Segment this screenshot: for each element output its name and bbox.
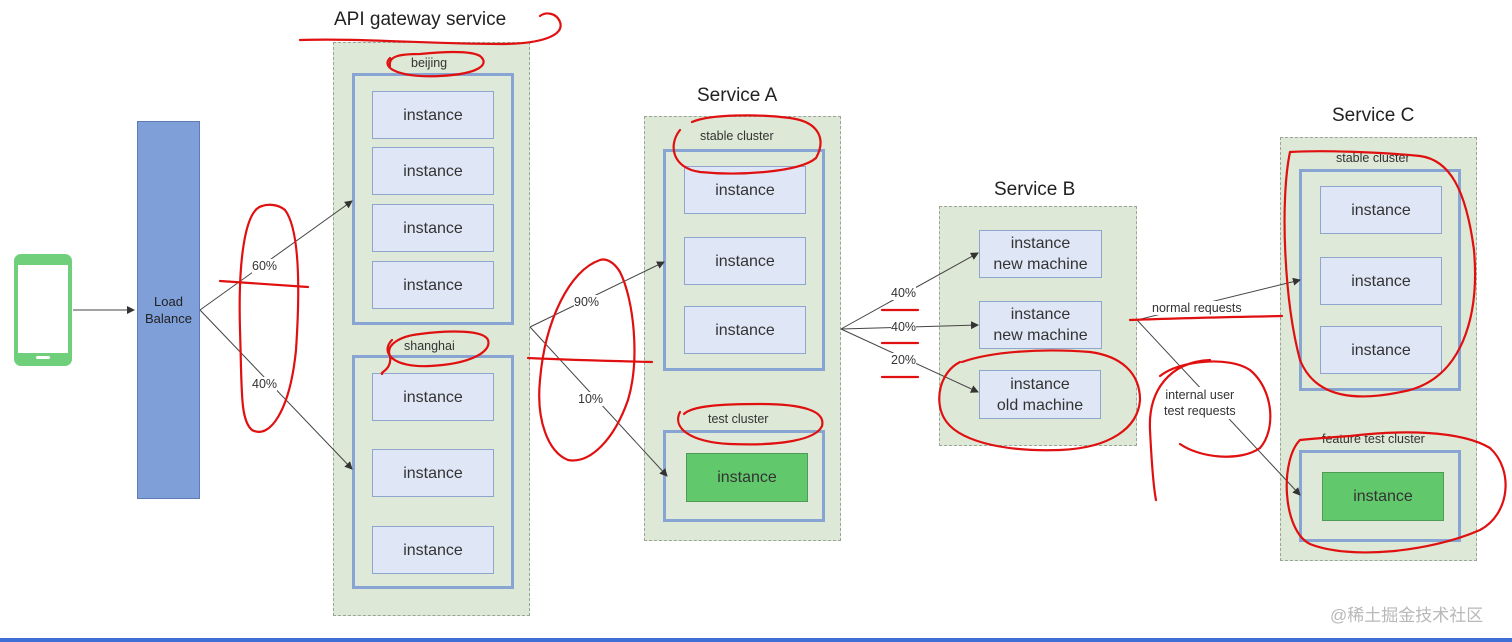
- service-a-stable-percent: 90%: [574, 295, 600, 309]
- shanghai-instance: instance: [372, 373, 494, 421]
- annotation-a-split-line: [526, 356, 654, 364]
- service-a-stable-instance: instance: [684, 306, 806, 354]
- normal-requests-label: normal requests: [1152, 301, 1242, 315]
- service-a-title: Service A: [697, 85, 778, 106]
- mobile-phone-icon: [14, 254, 72, 366]
- service-b-title: Service B: [994, 179, 1076, 200]
- annotation-test-circle: [677, 402, 824, 446]
- annotation-stable-circle: [672, 114, 822, 175]
- service-a-stable-label: stable cluster: [700, 129, 774, 143]
- load-balancer: Load Balance: [137, 121, 200, 499]
- shanghai-percent: 40%: [252, 377, 278, 391]
- watermark: @稀土掘金技术社区: [1330, 606, 1484, 625]
- service-a-test-percent: 10%: [578, 392, 604, 406]
- service-b-old-machine-instance: instance old machine: [979, 370, 1101, 419]
- service-b-percent-1: 40%: [891, 286, 917, 300]
- beijing-label: beijing: [411, 56, 448, 70]
- annotation-a-split-loop: [538, 258, 636, 462]
- gateway-to-a-stable-arrow: [529, 261, 665, 328]
- annotation-normal-line: [1128, 314, 1284, 322]
- service-b-new-machine-instance: instance new machine: [979, 230, 1102, 278]
- beijing-instance: instance: [372, 204, 494, 252]
- annotation-split-cross: [218, 279, 310, 289]
- service-b-percent-3: 20%: [891, 353, 917, 367]
- service-a-stable-instance: instance: [684, 237, 806, 285]
- bottom-border: [0, 638, 1512, 642]
- annotation-c-feature-circle: [1285, 431, 1507, 554]
- service-a-test-label: test cluster: [708, 412, 769, 426]
- annotation-shanghai-circle: [380, 330, 490, 376]
- internal-requests-label: internal user test requests: [1164, 387, 1236, 419]
- service-c-stable-instance: instance: [1320, 257, 1442, 305]
- shanghai-instance: instance: [372, 449, 494, 497]
- annotation-split-loop: [238, 203, 300, 433]
- annotation-internal-loop: [1148, 358, 1272, 502]
- service-c-stable-instance: instance: [1320, 186, 1442, 234]
- phone-bottom-bar: [18, 353, 68, 362]
- shanghai-label: shanghai: [404, 339, 455, 353]
- phone-top-bar: [18, 258, 68, 265]
- annotation-beijing-circle: [386, 50, 485, 78]
- service-b-new-machine-instance: instance new machine: [979, 301, 1102, 349]
- annotation-title-underline: [298, 12, 562, 46]
- service-c-title: Service C: [1332, 105, 1415, 126]
- service-a-test-instance: instance: [686, 453, 808, 502]
- service-c-stable-instance: instance: [1320, 326, 1442, 374]
- service-c-feature-instance: instance: [1322, 472, 1444, 521]
- gateway-title: API gateway service: [334, 9, 507, 30]
- annotation-old-machine-circle: [938, 349, 1142, 452]
- annotation-c-stable-circle: [1283, 150, 1477, 398]
- lb-to-beijing-arrow: [199, 200, 353, 311]
- beijing-instance: instance: [372, 261, 494, 309]
- beijing-instance: instance: [372, 91, 494, 139]
- service-b-percent-2: 40%: [891, 320, 917, 334]
- load-balancer-label: Load Balance: [145, 294, 192, 326]
- beijing-percent: 60%: [252, 259, 278, 273]
- shanghai-instance: instance: [372, 526, 494, 574]
- beijing-instance: instance: [372, 147, 494, 195]
- phone-home-button: [36, 356, 50, 359]
